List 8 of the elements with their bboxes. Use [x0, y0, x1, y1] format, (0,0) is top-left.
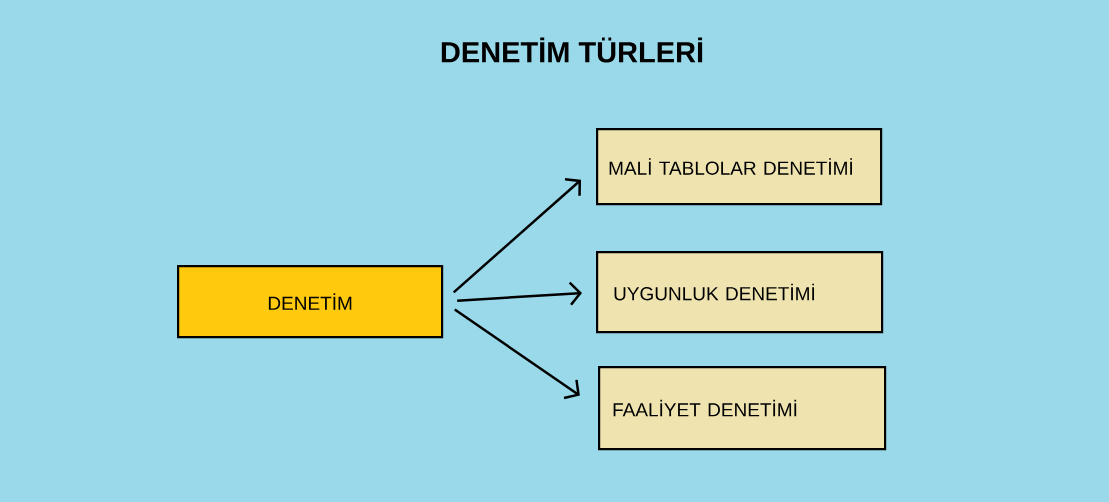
- arrow: [457, 281, 583, 306]
- arrow: [454, 308, 580, 400]
- title: DENETİM TÜRLERİ: [441, 37, 703, 63]
- process-box: UYGUNLUK DENETİMİ: [596, 251, 884, 334]
- process-box: MALİ TABLOLAR DENETİMİ: [596, 128, 883, 206]
- process-box: DENETİM: [177, 265, 444, 339]
- process-box: FAALİYET DENETİMİ: [598, 366, 887, 451]
- arrow: [452, 178, 581, 294]
